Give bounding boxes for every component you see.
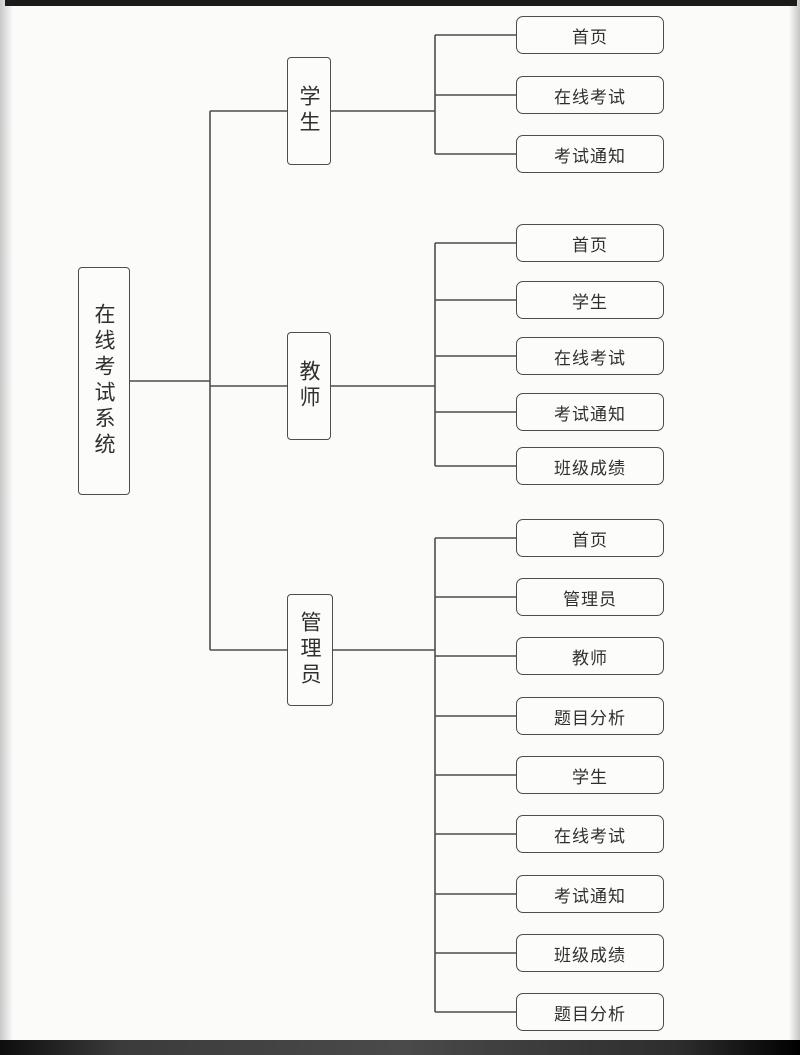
scan-edge-top bbox=[5, 0, 797, 6]
leaf-node: 首页 bbox=[516, 224, 664, 262]
leaf-node: 首页 bbox=[516, 16, 664, 54]
leaf-node: 首页 bbox=[516, 519, 664, 557]
leaf-node: 管理员 bbox=[516, 578, 664, 616]
leaf-node: 学生 bbox=[516, 281, 664, 319]
branch-node-student: 学生 bbox=[287, 57, 331, 165]
leaf-node: 考试通知 bbox=[516, 393, 664, 431]
leaf-node: 班级成绩 bbox=[516, 447, 664, 485]
scan-edge-right bbox=[789, 0, 800, 1055]
leaf-node: 题目分析 bbox=[516, 993, 664, 1031]
leaf-node: 班级成绩 bbox=[516, 934, 664, 972]
leaf-node: 在线考试 bbox=[516, 815, 664, 853]
leaf-node: 在线考试 bbox=[516, 337, 664, 375]
leaf-node: 考试通知 bbox=[516, 875, 664, 913]
leaf-node: 学生 bbox=[516, 756, 664, 794]
leaf-node: 考试通知 bbox=[516, 135, 664, 173]
branch-node-admin: 管理员 bbox=[287, 594, 333, 706]
leaf-node: 题目分析 bbox=[516, 697, 664, 735]
scan-edge-bottom bbox=[0, 1040, 800, 1055]
leaf-node: 在线考试 bbox=[516, 76, 664, 114]
branch-node-teacher: 教师 bbox=[287, 332, 331, 440]
scan-edge-left bbox=[0, 0, 13, 1055]
root-node: 在线考试系统 bbox=[78, 267, 130, 495]
leaf-node: 教师 bbox=[516, 637, 664, 675]
